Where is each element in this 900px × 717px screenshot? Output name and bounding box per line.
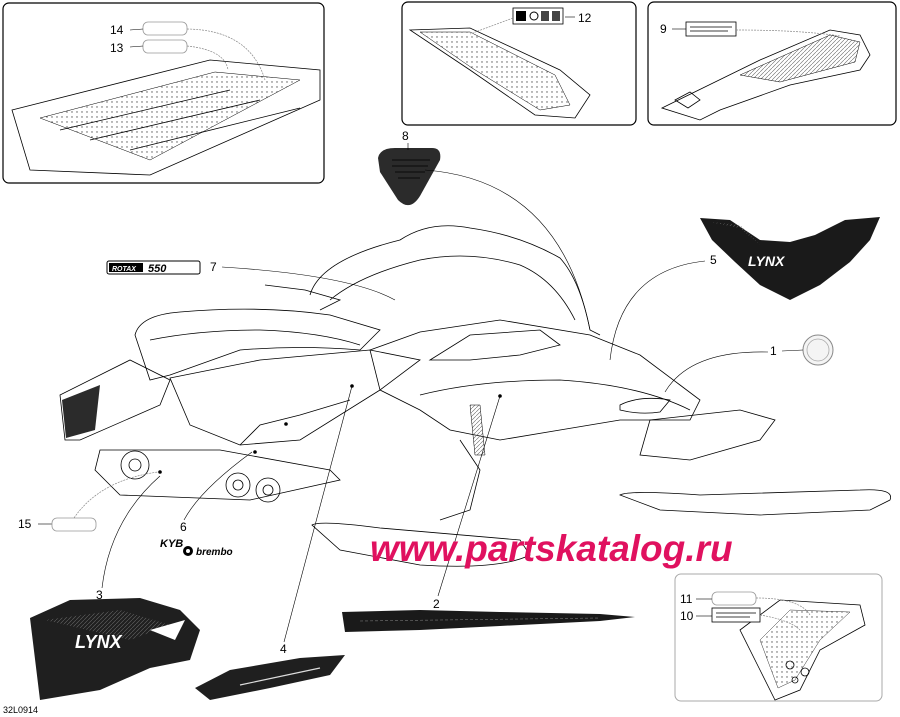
- bogie-wheel-1: [120, 450, 150, 480]
- decal-1-emblem: 1: [664, 334, 834, 393]
- callout-2: 2: [433, 597, 440, 611]
- inset-windshield: 9: [647, 1, 897, 126]
- reference-code: 32L0914: [3, 705, 38, 715]
- callout-1: 1: [770, 344, 777, 358]
- callout-8: 8: [402, 129, 409, 143]
- windshield-label-icon: [685, 21, 737, 37]
- decal-3-lynx-side: 3 LYNX: [30, 475, 200, 700]
- inset-running-board: 14 13: [2, 2, 325, 184]
- brembo-text: brembo: [196, 547, 233, 558]
- callout-13: 13: [110, 41, 124, 55]
- bogie-wheel-2: [225, 472, 251, 498]
- decal-6-kyb-brembo: 6 KYB brembo: [160, 451, 253, 558]
- label-pill-13: [142, 39, 188, 54]
- label-pill-14: [142, 21, 188, 36]
- decal-8-warning: 8: [378, 129, 591, 331]
- callout-12: 12: [578, 11, 592, 25]
- watermark-text: www.partskatalog.ru: [370, 528, 733, 569]
- label-pill-11: [711, 591, 757, 606]
- callout-15: 15: [18, 517, 32, 531]
- callout-14: 14: [110, 23, 124, 37]
- label-pill-15: [51, 517, 97, 532]
- callout-5: 5: [710, 253, 717, 267]
- decal-5-lynx-top: LYNX 5: [609, 217, 880, 361]
- lynx-top-text: LYNX: [748, 253, 786, 269]
- bogie-wheel-3: [255, 477, 281, 503]
- snowmobile-illustration: [59, 225, 892, 567]
- callout-4: 4: [280, 642, 287, 656]
- callout-6: 6: [180, 520, 187, 534]
- callout-10: 10: [680, 609, 694, 623]
- callout-7: 7: [210, 260, 217, 274]
- label-10-icon: [711, 607, 761, 623]
- callout-9: 9: [660, 22, 667, 36]
- decal-2-stripe: 2: [342, 395, 635, 632]
- rotax-text: ROTAX: [112, 266, 137, 273]
- inset-hood-underside: 12: [401, 1, 637, 126]
- callout-3: 3: [96, 588, 103, 602]
- lynx-side-text: LYNX: [75, 632, 123, 652]
- decal-4: 4: [195, 385, 353, 700]
- decal-7-rotax: ROTAX 550 7: [106, 260, 396, 301]
- callout-11: 11: [680, 592, 693, 606]
- kyb-text: KYB: [160, 538, 183, 550]
- inset-rear-bumper: 11 10: [674, 573, 883, 702]
- rotax-model-text: 550: [148, 263, 167, 275]
- decal-15: 15: [18, 471, 159, 532]
